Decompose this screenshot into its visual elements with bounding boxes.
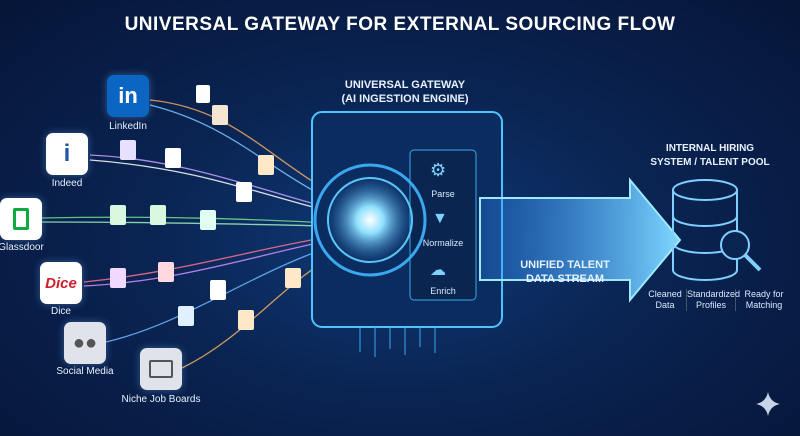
people-icon: ●● [72, 331, 98, 354]
dice-logo-text: Dice [45, 274, 77, 292]
output-line: Profiles [695, 300, 726, 310]
linkedin-logo[interactable]: in [107, 75, 149, 117]
output-line: Cleaned [648, 289, 682, 299]
output-line: Matching [745, 300, 783, 310]
glassdoor-icon [13, 208, 29, 230]
output-line: Standardized [687, 289, 741, 299]
source-label-niche-job-boards: Niche Job Boards [121, 394, 201, 405]
stream-label-line1: UNIFIED TALENT [520, 259, 610, 271]
gateway-frame [311, 111, 503, 357]
source-label-indeed: Indeed [51, 178, 83, 189]
destination-title: INTERNAL HIRING SYSTEM / TALENT POOL [640, 142, 780, 170]
browser-icon [149, 360, 173, 378]
source-label-dice: Dice [50, 306, 71, 317]
destination-title-line1: INTERNAL HIRING [665, 143, 755, 154]
destination-title-line2: SYSTEM / TALENT POOL [650, 157, 770, 168]
source-label-glassdoor: Glassdoor [0, 242, 44, 253]
source-label-social-media: Social Media [56, 366, 114, 377]
step-enrich: Enrich [430, 286, 456, 296]
database-icon [672, 179, 762, 281]
step-parse: Parse [431, 189, 455, 199]
linkedin-logo-text: in [118, 83, 138, 108]
gateway-title-line2: (AI INGESTION ENGINE) [341, 93, 469, 105]
sparkle-icon [756, 392, 780, 416]
glassdoor-logo[interactable] [0, 198, 42, 240]
source-label-linkedin: LinkedIn [109, 121, 147, 132]
stream-label: UNIFIED TALENT DATA STREAM [505, 258, 625, 286]
niche-job-boards-logo[interactable] [140, 348, 182, 390]
social-media-logo[interactable]: ●● [64, 322, 106, 364]
page-title: UNIVERSAL GATEWAY FOR EXTERNAL SOURCING … [124, 14, 676, 35]
document-icons [110, 85, 301, 330]
data-stream-arrow [479, 177, 682, 303]
stream-label-line2: DATA STREAM [525, 273, 604, 285]
gateway-title: UNIVERSAL GATEWAY (AI INGESTION ENGINE) [310, 78, 500, 106]
indeed-logo[interactable]: i [46, 133, 88, 175]
gear-icon: ⚙ [430, 160, 447, 180]
output-line: Ready for [744, 289, 784, 299]
dice-logo[interactable]: Dice [40, 262, 82, 304]
step-normalize: Normalize [422, 238, 464, 248]
gateway-title-line1: UNIVERSAL GATEWAY [344, 79, 466, 91]
indeed-logo-text: i [63, 140, 71, 167]
brain-icon: ☁ [430, 262, 446, 279]
funnel-icon: ▼ [432, 210, 448, 227]
output-line: Data [655, 300, 675, 310]
